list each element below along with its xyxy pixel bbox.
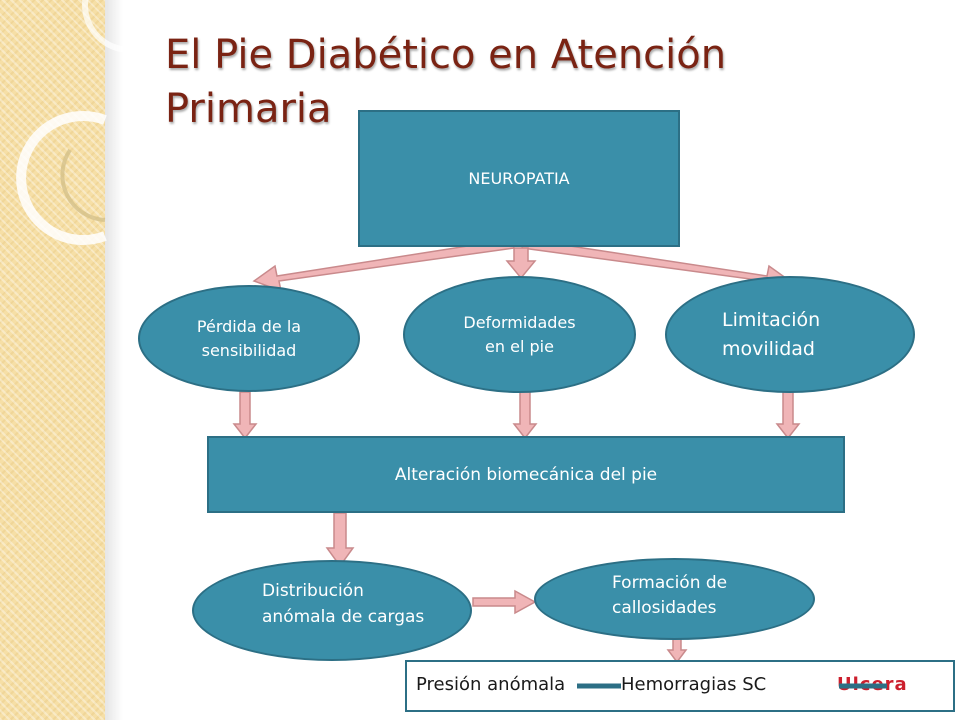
distribucion-anomala-node: Distribución anómala de cargas <box>192 560 472 661</box>
sequence-arrows <box>577 683 887 689</box>
perdida-line1: Pérdida de la <box>196 316 302 336</box>
distribucion-line2: anómala de cargas <box>262 606 425 627</box>
slide-title: El Pie Diabético en Atención Primaria <box>165 32 727 132</box>
deformidades-line1: Deformidades <box>463 312 576 332</box>
arrow-biomecanica-down <box>325 512 355 568</box>
decorative-ring-large <box>16 111 107 245</box>
decorative-ring-inner <box>60 148 106 222</box>
perdida-line2: sensibilidad <box>201 340 297 360</box>
decorative-rings <box>16 0 160 245</box>
hemorragias-sc-label: Hemorragias SC <box>621 674 767 695</box>
deformidades-line2: en el pie <box>485 336 554 356</box>
formacion-line1: Formación de <box>612 572 728 593</box>
formacion-callosidades-node: Formación de callosidades <box>534 558 815 640</box>
perdida-sensibilidad-node: Pérdida de la sensibilidad <box>138 285 360 392</box>
outcome-sequence-box: Presión anómala Hemorragias SC Ulcera <box>405 660 955 712</box>
arrow-perdida-down <box>232 391 258 440</box>
alteracion-biomecanica-box: Alteración biomecánica del pie <box>207 436 845 513</box>
neuropatia-box: NEUROPATIA <box>358 110 680 247</box>
limitacion-movilidad-node: Limitación movilidad <box>665 276 915 393</box>
arrow-distribucion-right <box>472 589 537 615</box>
limitacion-line1: Limitación <box>722 309 821 331</box>
arrow-callosidades-down <box>666 637 688 664</box>
distribucion-line1: Distribución <box>262 581 364 601</box>
arrow-limitacion-down <box>775 391 801 440</box>
arrow-to-deformidades <box>505 247 537 280</box>
limitacion-line2: movilidad <box>722 337 815 360</box>
decorative-ring-small <box>82 0 160 53</box>
presion-anomala-label: Presión anómala <box>416 674 566 695</box>
formacion-line2: callosidades <box>612 598 717 618</box>
side-strip-shadow <box>105 0 123 720</box>
arrow-deformidades-down <box>512 391 538 440</box>
deformidades-node: Deformidades en el pie <box>403 276 636 393</box>
